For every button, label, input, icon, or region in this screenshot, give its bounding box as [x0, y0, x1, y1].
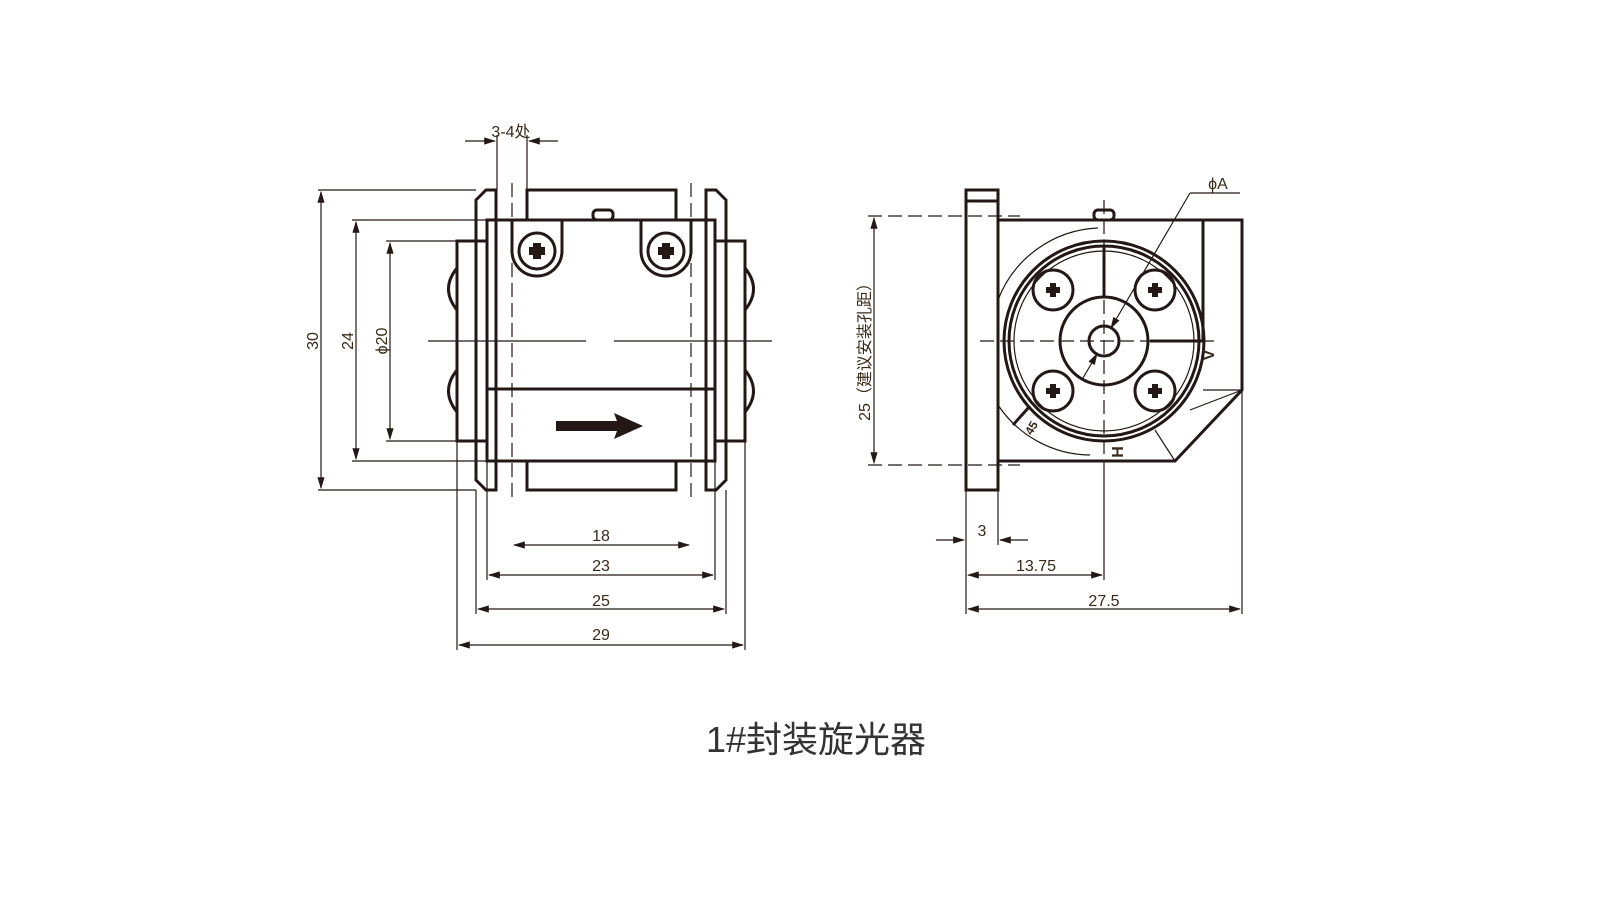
front-view: 3-4处 30 24 ϕ20 18 23 25 29 — [305, 123, 772, 650]
side-view: ϕA 25（建议安装孔距） 3 13.75 27.5 V H 45 — [856, 176, 1244, 614]
dim-25-mounting: 25（建议安装孔距） — [856, 275, 874, 421]
screw-icon — [1031, 369, 1075, 413]
screw-icon — [639, 220, 693, 278]
dim-23: 23 — [592, 558, 610, 575]
dim-18: 18 — [592, 528, 610, 545]
dim-phiA: ϕA — [1208, 176, 1228, 193]
dim-phi20: ϕ20 — [374, 328, 391, 355]
dim-29: 29 — [592, 627, 610, 644]
direction-arrow-icon — [556, 413, 643, 439]
mark-h: H — [1110, 446, 1127, 458]
dim-30: 30 — [305, 332, 322, 350]
screw-icon — [1031, 268, 1075, 312]
dim-13-75: 13.75 — [1016, 558, 1056, 575]
screw-icon — [1133, 268, 1177, 312]
dim-24: 24 — [340, 332, 357, 350]
dim-27-5: 27.5 — [1088, 593, 1119, 610]
mark-45: 45 — [1022, 418, 1041, 437]
mark-v: V — [1201, 349, 1218, 360]
dim-3: 3 — [978, 523, 987, 540]
note-3-4: 3-4处 — [491, 123, 530, 141]
drawing-title: 1#封装旋光器 — [706, 719, 926, 760]
screw-icon — [510, 220, 564, 278]
screw-icon — [1133, 369, 1177, 413]
dim-25: 25 — [592, 593, 610, 610]
